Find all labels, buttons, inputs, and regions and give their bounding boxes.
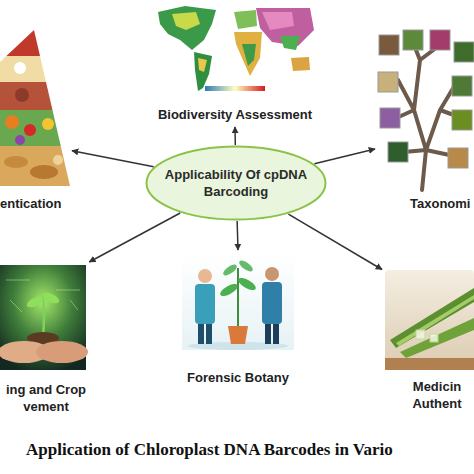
leg <box>265 324 271 344</box>
food-item <box>4 156 28 168</box>
lab-coat <box>195 284 215 324</box>
pot <box>228 326 248 344</box>
forensic-scientists <box>182 255 294 350</box>
lab-coat <box>262 282 282 324</box>
photo <box>452 110 472 130</box>
panel-caption: Taxonomi <box>410 195 474 212</box>
arrow-connector <box>288 214 382 269</box>
arrow-connector <box>89 213 180 262</box>
leaf <box>218 282 239 299</box>
continent <box>291 57 310 71</box>
leaf <box>236 276 257 293</box>
figure-caption: Application of Chloroplast DNA Barcodes … <box>26 440 393 460</box>
food-band <box>0 110 72 146</box>
photo <box>379 35 399 55</box>
scene-background <box>182 255 294 350</box>
photo <box>452 76 472 96</box>
world-map <box>150 0 318 95</box>
photo <box>378 72 398 92</box>
leaf <box>41 291 61 306</box>
illustration-panel: entication <box>0 28 72 214</box>
food-band <box>0 82 72 110</box>
illustration-panel: Biodiversity Assessment <box>150 0 320 127</box>
map-color-bar <box>205 86 265 91</box>
leg <box>198 324 204 344</box>
panel-caption: Medicin Authent <box>400 378 474 412</box>
arrow-connector <box>236 221 238 250</box>
food-band <box>0 146 72 188</box>
photo <box>388 142 408 162</box>
food-item <box>5 115 19 129</box>
panel-caption: entication <box>0 195 72 212</box>
ellipse-shape <box>147 147 326 220</box>
panel-caption: ing and Crop vement <box>0 381 92 415</box>
wood-board <box>385 358 474 370</box>
continent <box>280 36 300 50</box>
continent <box>234 32 262 76</box>
stem <box>43 296 44 336</box>
illustration-panel: Taxonomi <box>375 28 474 214</box>
hand <box>36 341 88 363</box>
leaf <box>237 259 254 274</box>
ellipse-outline <box>145 145 327 221</box>
continent <box>242 44 256 66</box>
aloe-vera <box>385 270 474 370</box>
panel-caption: Biodiversity Assessment <box>150 106 320 123</box>
food-item <box>15 135 25 145</box>
map-background <box>150 0 318 95</box>
arrow-connector <box>314 149 375 164</box>
seedling-hands <box>0 265 88 370</box>
aloe-leaf <box>390 288 474 348</box>
photo <box>380 108 400 128</box>
continent <box>234 10 257 29</box>
head <box>265 267 279 281</box>
leg <box>273 324 279 344</box>
leg <box>206 324 212 344</box>
photo <box>403 30 423 50</box>
photo <box>454 42 474 62</box>
gel-cube <box>416 330 425 339</box>
aloe-leaf-edge <box>396 295 474 346</box>
arrow-connector <box>72 151 154 167</box>
continent <box>194 52 212 91</box>
center-label: Applicability Of cpDNA Barcoding <box>145 166 327 200</box>
gel-cube <box>430 334 438 342</box>
illustration-panel: ing and Crop vement <box>0 262 92 417</box>
arrow-connector <box>234 127 236 145</box>
food-item <box>53 155 63 165</box>
food-item <box>42 118 54 130</box>
food-item <box>15 88 29 102</box>
continent <box>198 58 207 72</box>
aloe-background <box>385 270 474 370</box>
food-item <box>30 165 58 179</box>
food-band <box>0 28 72 56</box>
leaf <box>221 263 238 278</box>
illustration-panel: Forensic Botany <box>175 250 301 388</box>
head <box>198 269 212 283</box>
central-ellipse: Applicability Of cpDNA Barcoding <box>145 145 327 221</box>
food-band <box>0 56 72 82</box>
photo <box>448 148 468 168</box>
stem <box>237 268 239 328</box>
continent <box>158 6 216 50</box>
food-item <box>14 62 26 74</box>
food-pyramid <box>0 28 72 188</box>
illustration-panel: Medicin Authent <box>382 265 474 415</box>
panel-caption: Forensic Botany <box>175 369 301 386</box>
taxonomy-tree <box>378 30 474 190</box>
leaf <box>25 295 45 310</box>
continent <box>172 12 200 30</box>
continent <box>262 12 294 30</box>
photo <box>430 30 450 50</box>
food-item <box>24 124 36 136</box>
